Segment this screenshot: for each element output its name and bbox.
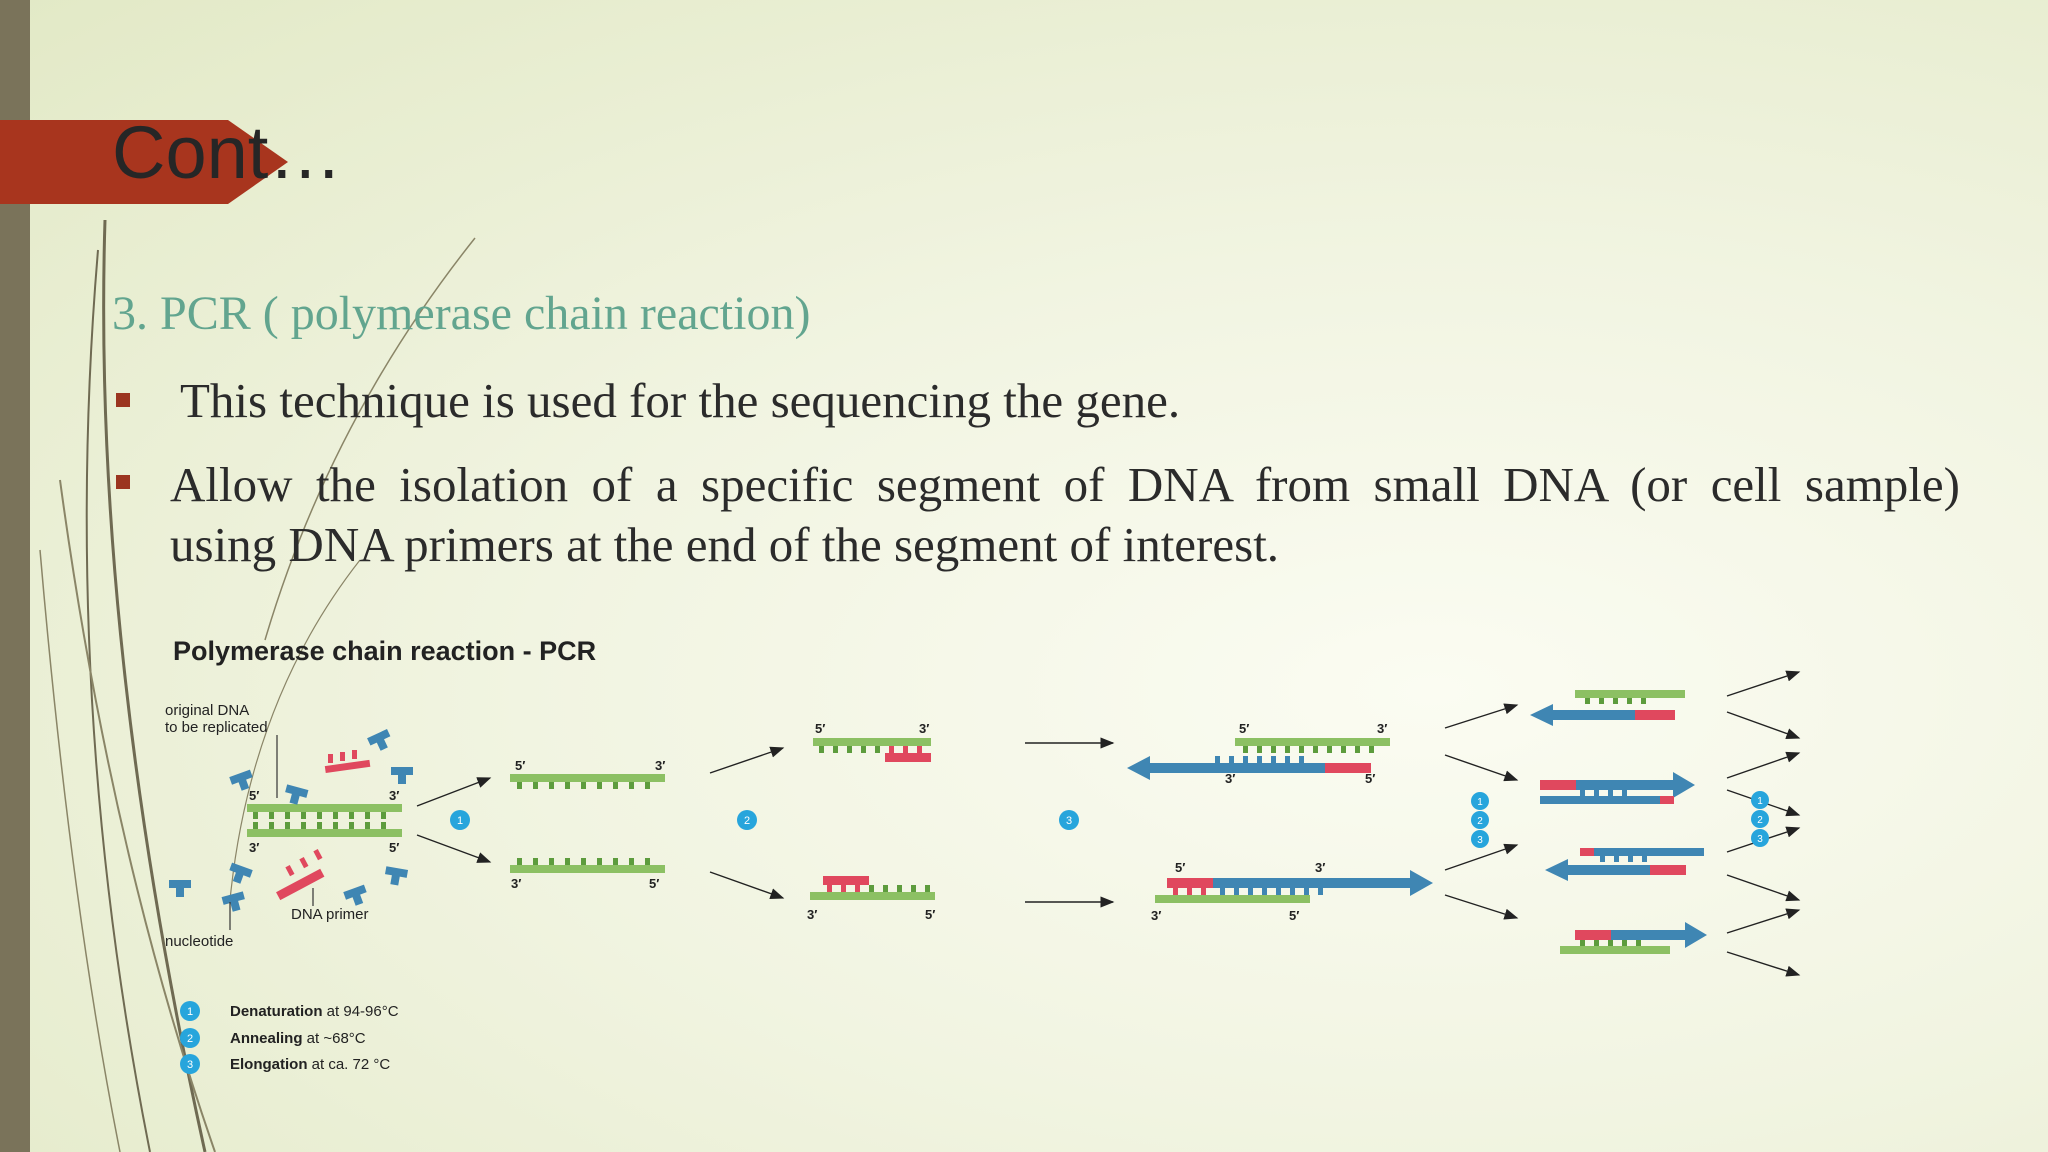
step-badge: 2 (187, 1033, 193, 1045)
legend-step-3: Elongation at ca. 72 °C (230, 1056, 390, 1073)
prime-label: 3′ (655, 758, 665, 773)
step-badge: 3 (1066, 815, 1072, 827)
prime-label: 3′ (919, 721, 929, 736)
step-badge: 2 (744, 815, 750, 827)
label-dna-primer: DNA primer (291, 906, 369, 923)
step-badge: 2 (1477, 816, 1483, 827)
step-legend: 1 Denaturation at 94-96°C 2 Annealing at… (180, 1001, 399, 1074)
prime-label: 5′ (515, 758, 525, 773)
prime-label: 3′ (511, 876, 521, 891)
legend-step-2: Annealing at ~68°C (230, 1030, 366, 1047)
pcr-diagram: Polymerase chain reaction - PCR original… (155, 630, 1815, 1090)
prime-label: 3′ (807, 907, 817, 922)
bullet-text-2-continued: using DNA primers at the end of the segm… (170, 516, 1279, 573)
step-badge: 1 (1757, 796, 1763, 807)
prime-label: 5′ (389, 840, 399, 855)
prime-label: 3′ (1225, 771, 1235, 786)
product-1 (1530, 690, 1685, 726)
prime-label: 5′ (1175, 860, 1185, 875)
label-to-be-replicated: to be replicated (165, 719, 268, 736)
step-badge: 2 (1757, 815, 1763, 826)
prime-label: 3′ (249, 840, 259, 855)
step-badge: 3 (1477, 835, 1483, 846)
step-badge: 3 (187, 1059, 193, 1071)
prime-label: 3′ (1151, 908, 1161, 923)
diagram-title: Polymerase chain reaction - PCR (173, 636, 596, 666)
step-badge: 1 (1477, 797, 1483, 808)
prime-label: 5′ (815, 721, 825, 736)
primer-icons (276, 750, 370, 900)
label-nucleotide: nucleotide (165, 933, 233, 950)
prime-label: 5′ (925, 907, 935, 922)
slide-subtitle: 3. PCR ( polymerase chain reaction) (112, 286, 810, 341)
step-badge: 1 (457, 815, 463, 827)
bullet-marker (116, 475, 130, 489)
original-dna-double-strand (247, 804, 402, 837)
prime-label: 5′ (249, 788, 259, 803)
prime-label: 5′ (1239, 721, 1249, 736)
prime-label: 3′ (1377, 721, 1387, 736)
step-badge: 1 (187, 1006, 193, 1018)
legend-step-1: Denaturation at 94-96°C (230, 1003, 399, 1020)
label-original-dna: original DNA (165, 702, 249, 719)
product-3 (1545, 848, 1704, 881)
product-4 (1560, 922, 1707, 954)
prime-label: 5′ (649, 876, 659, 891)
bullet-text-2: Allow the isolation of a specific segmen… (170, 456, 1960, 513)
slide-title: Cont… (112, 110, 342, 195)
step-badge: 3 (1757, 834, 1763, 845)
bullet-text-1: This technique is used for the sequencin… (180, 372, 1180, 429)
prime-label: 3′ (1315, 860, 1325, 875)
prime-label: 5′ (1365, 771, 1375, 786)
product-2 (1540, 772, 1695, 804)
bullet-marker (116, 393, 130, 407)
prime-label: 3′ (389, 788, 399, 803)
prime-label: 5′ (1289, 908, 1299, 923)
